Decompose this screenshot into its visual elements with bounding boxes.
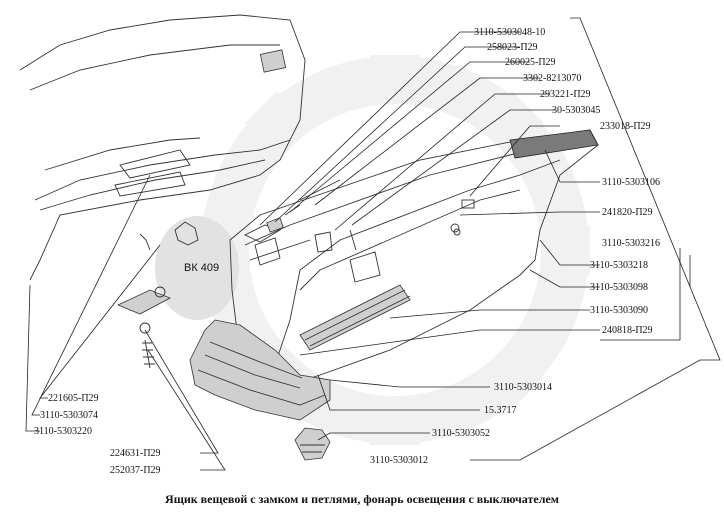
label-3110-5303218: 3110-5303218 [590,260,648,271]
label-260025-p29: 260025-П29 [505,57,556,68]
hinge-hardware [243,179,461,251]
label-3110-5303090: 3110-5303090 [590,305,648,316]
label-3110-5303014: 3110-5303014 [494,382,552,393]
left-small-parts [117,216,239,369]
dashboard-panel [19,14,306,281]
label-3110-5303098: 3110-5303098 [590,282,648,293]
part-labels: 3110-5303048-10 258023-П29 260025-П29 33… [34,27,660,476]
diagram-caption: Ящик вещевой с замком и петлями, фонарь … [165,492,559,506]
leader-lines [25,17,721,471]
label-252037-p29: 252037-П29 [110,465,161,476]
label-30-5303045: 30-5303045 [552,105,600,116]
label-293221-p29: 293221-П29 [540,89,591,100]
label-240818-p29: 240818-П29 [602,325,653,336]
label-224631-p29: 224631-П29 [110,448,161,459]
glovebox-door [189,319,331,421]
label-3110-5303106: 3110-5303106 [602,177,660,188]
label-3110-5303048-10: 3110-5303048-10 [474,27,545,38]
label-258023-p29: 258023-П29 [487,42,538,53]
label-241820-p29: 241820-П29 [602,207,653,218]
lamp-switch [294,427,331,461]
watermark-gear [200,55,590,445]
label-3110-5303216: 3110-5303216 [602,238,660,249]
label-3110-5303012: 3110-5303012 [370,455,428,466]
glovebox-body [229,129,599,386]
label-233018-p29: 233018-П29 [600,121,651,132]
label-3110-5303074: 3110-5303074 [40,410,98,421]
label-3302-8213070: 3302-8213070 [523,73,581,84]
label-3110-5303220: 3110-5303220 [34,426,92,437]
label-3110-5303052: 3110-5303052 [432,428,490,439]
label-221605-p29: 221605-П29 [48,393,99,404]
bk-label: ВК 409 [184,262,219,274]
label-15-3717: 15.3717 [484,405,517,416]
